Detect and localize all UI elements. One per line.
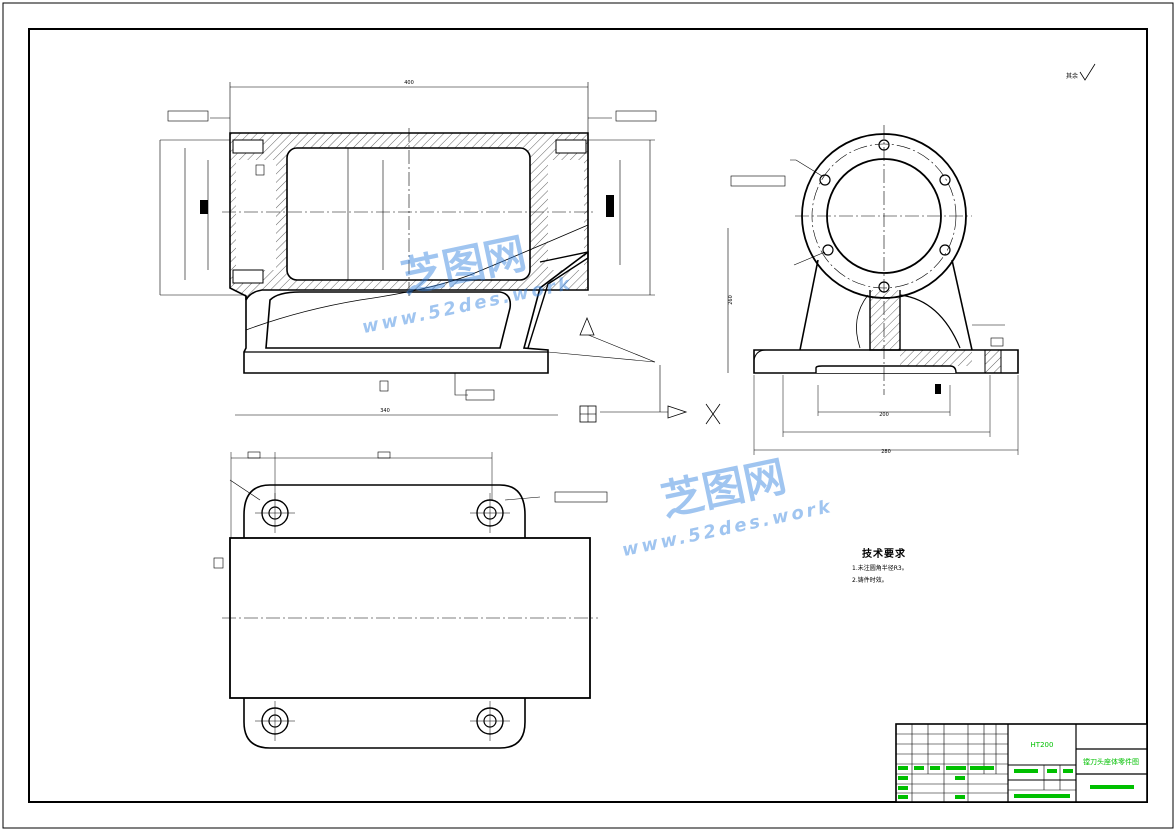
side-view (727, 125, 1019, 455)
title-block-labels (898, 766, 1134, 799)
dim-side-center: 200 (879, 412, 889, 418)
technical-requirements: 技术要求 1.未注圆角半径R3。 2.铸件时效。 (852, 545, 908, 584)
dim-top-overall: 400 (404, 80, 414, 86)
part-name: 镗刀头座体零件图 (1083, 757, 1139, 766)
tech-note-2: 2.铸件时效。 (852, 577, 888, 584)
front-view (159, 82, 721, 425)
dim-side-overall: 280 (881, 449, 891, 455)
roughness-label: 其余 (1066, 72, 1078, 80)
tech-note-1: 1.未注圆角半径R3。 (852, 565, 908, 572)
roughness-symbol (1079, 63, 1096, 81)
tech-title: 技术要求 (862, 549, 906, 560)
dim-height: 260 (728, 295, 734, 305)
top-view (213, 451, 608, 749)
dim-base-overall: 340 (380, 408, 390, 414)
inner-frame (28, 28, 1148, 803)
material-label: HT200 (1031, 741, 1054, 749)
